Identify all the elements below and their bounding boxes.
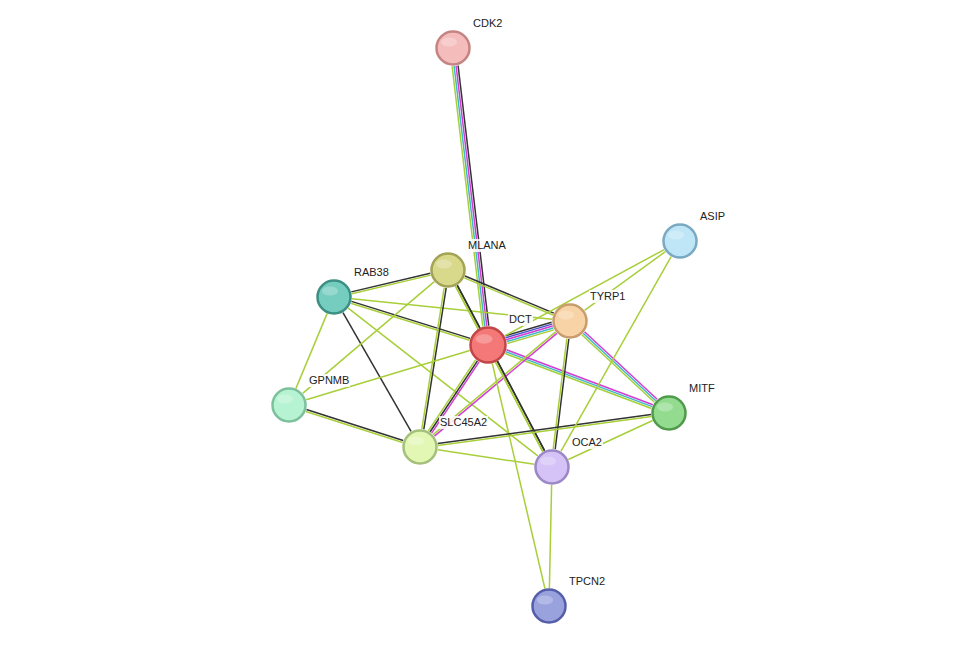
node-label: GPNMB — [308, 374, 350, 387]
node-circle-shape — [533, 590, 566, 623]
evidence-line — [306, 410, 403, 441]
interaction-edge — [351, 301, 470, 340]
node-circle-shape — [664, 225, 697, 258]
node-highlight — [441, 38, 457, 47]
interaction-edge — [582, 332, 657, 402]
node-circle-shape — [432, 254, 465, 287]
protein-node: TPCN2 — [531, 588, 567, 624]
node-circle — [402, 429, 438, 465]
node-circle — [662, 223, 698, 259]
evidence-line — [582, 335, 655, 402]
node-highlight — [537, 596, 553, 605]
protein-node: MLANA — [430, 252, 466, 288]
interaction-edge — [549, 485, 551, 588]
node-circle — [271, 387, 307, 423]
node-circle — [531, 588, 567, 624]
interaction-edge — [553, 339, 569, 450]
evidence-line — [555, 339, 569, 449]
node-circle-shape — [471, 328, 506, 363]
node-label: MITF — [688, 382, 716, 395]
node-circle-shape — [437, 32, 470, 65]
evidence-line — [585, 252, 666, 311]
node-circle — [435, 30, 471, 66]
interaction-edge — [464, 276, 554, 315]
protein-node: GPNMB — [271, 387, 307, 423]
node-circle — [430, 252, 466, 288]
interaction-edge — [306, 410, 403, 443]
interaction-edge — [585, 252, 666, 311]
interaction-edge — [438, 450, 534, 465]
interaction-edge — [438, 414, 652, 445]
protein-node: DCT — [469, 326, 507, 364]
protein-node: SLC45A2 — [402, 429, 438, 465]
node-circle-shape — [536, 451, 569, 484]
protein-node: CDK2 — [435, 30, 471, 66]
protein-node: ASIP — [662, 223, 698, 259]
node-circle-shape — [404, 431, 437, 464]
interaction-edge — [568, 421, 652, 460]
node-label: SLC45A2 — [439, 416, 488, 429]
node-circle-shape — [554, 305, 587, 338]
evidence-line — [465, 276, 554, 313]
node-highlight — [540, 457, 556, 466]
node-highlight — [558, 311, 574, 320]
evidence-line — [549, 485, 551, 588]
node-label: TPCN2 — [568, 575, 606, 588]
evidence-line — [422, 288, 444, 429]
evidence-line — [306, 350, 470, 399]
node-highlight — [668, 231, 684, 240]
evidence-line — [438, 416, 651, 445]
node-highlight — [322, 287, 338, 296]
node-label: CDK2 — [472, 17, 503, 30]
node-circle — [469, 326, 507, 364]
evidence-line — [464, 278, 553, 315]
node-highlight — [475, 334, 492, 344]
node-label: OCA2 — [571, 436, 603, 449]
evidence-line — [306, 411, 403, 442]
node-circle-shape — [318, 281, 351, 314]
node-circle — [552, 303, 588, 339]
evidence-line — [583, 333, 656, 400]
evidence-line — [438, 414, 651, 443]
protein-node: TYRP1 — [552, 303, 588, 339]
evidence-line — [568, 421, 652, 460]
node-highlight — [657, 403, 673, 412]
evidence-line — [553, 339, 567, 449]
node-circle-shape — [653, 397, 686, 430]
node-highlight — [277, 395, 293, 404]
interaction-edge — [306, 350, 470, 399]
node-label: DCT — [508, 313, 533, 326]
node-label: RAB38 — [353, 266, 390, 279]
node-label: TYRP1 — [589, 290, 626, 303]
evidence-line — [351, 301, 470, 338]
node-circle — [651, 395, 687, 431]
protein-node: MITF — [651, 395, 687, 431]
node-circle — [534, 449, 570, 485]
evidence-line — [456, 66, 487, 326]
node-highlight — [408, 437, 424, 446]
protein-node: OCA2 — [534, 449, 570, 485]
protein-node: RAB38 — [316, 279, 352, 315]
interaction-edge — [496, 361, 545, 451]
evidence-line — [498, 361, 545, 450]
node-highlight — [436, 260, 452, 269]
node-label: MLANA — [467, 239, 507, 252]
node-circle — [316, 279, 352, 315]
node-circle-shape — [273, 389, 306, 422]
node-label: ASIP — [699, 210, 726, 223]
evidence-line — [438, 450, 534, 465]
evidence-line — [505, 354, 651, 409]
